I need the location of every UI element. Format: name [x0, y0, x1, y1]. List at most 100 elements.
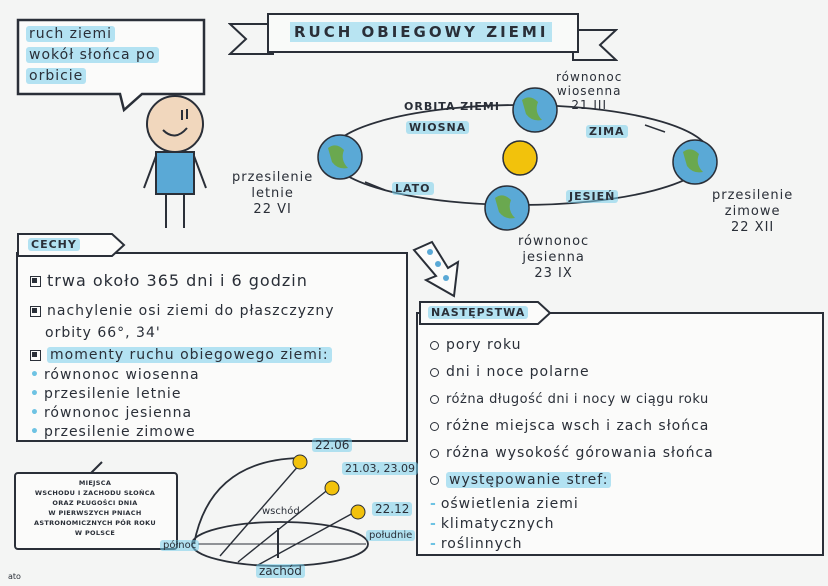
label-east: wschód — [262, 506, 300, 517]
label-west: zachód — [256, 564, 305, 578]
checkbox-icon — [30, 276, 41, 287]
orbit-diagram — [317, 87, 718, 231]
stick-figure — [143, 95, 207, 228]
list-item: pory roku — [430, 332, 714, 359]
note-text: MIEJSCA WSCHODU I ZACHODU SŁOŃCA ORAZ PŁ… — [16, 478, 174, 538]
label-line: równonoc — [518, 234, 590, 249]
nastepstwa-list: pory roku dni i noce polarne różna długo… — [430, 332, 714, 554]
note-line: ORAZ PŁUGOŚCI DNIA — [52, 499, 138, 507]
cechy-title: CECHY — [28, 238, 80, 251]
spring-equinox-label: równonoc wiosenna 21 III — [556, 70, 622, 112]
checkbox-icon — [30, 305, 41, 317]
winter-solstice-label: przesilenie zimowe 22 XII — [712, 188, 793, 236]
orbit-label: ORBITA ZIEMI — [404, 100, 500, 113]
arrow-down-icon — [412, 240, 460, 298]
speech-text: ruch ziemi wokół słońca po orbicie — [26, 24, 159, 87]
list-item: nachylenie osi ziemi do płaszczyzny — [30, 300, 335, 322]
strefa-item: -oświetlenia ziemi — [430, 496, 579, 512]
speech-line: orbicie — [26, 68, 87, 84]
bullet-icon — [430, 340, 439, 350]
list-item: momenty ruchu obiegowego ziemi: — [30, 344, 335, 366]
nastepstwa-box — [416, 312, 824, 556]
season-winter: ZIMA — [586, 125, 628, 138]
bullet-icon — [430, 421, 439, 431]
autumn-equinox-label: równonoc jesienna 23 IX — [518, 234, 589, 282]
label-line: 22 VI — [253, 202, 292, 217]
sun — [502, 140, 538, 176]
page-title: RUCH OBIEGOWY ZIEMI — [290, 22, 553, 42]
note-line: W POLSCE — [74, 529, 116, 537]
list-item: występowanie stref: — [430, 467, 714, 494]
season-spring: WIOSNA — [406, 121, 470, 134]
list-item-text: trwa około 365 dni i 6 godzin — [47, 271, 308, 290]
moment-item: •przesilenie zimowe — [30, 424, 196, 440]
list-item: różna wysokość górowania słońca — [430, 440, 714, 467]
moment-item: •równonoc jesienna — [30, 405, 193, 421]
list-item-continuation: orbity 66°, 34' — [30, 322, 335, 344]
note-line: W PIERWSZYCH PNIACH — [48, 509, 142, 517]
moment-text: przesilenie zimowe — [43, 424, 196, 440]
list-item: trwa około 365 dni i 6 godzin — [30, 270, 335, 292]
season-autumn: JESIEŃ — [566, 190, 619, 203]
bullet-icon — [430, 448, 439, 458]
label-line: równonoc — [556, 70, 623, 84]
cechy-list: trwa około 365 dni i 6 godzin nachylenie… — [30, 270, 335, 442]
date-equinox: 21.03, 23.09 — [342, 462, 418, 475]
label-line: 21 III — [571, 98, 608, 112]
strefa-text: roślinnych — [440, 536, 523, 552]
date-summer: 22.06 — [312, 438, 353, 452]
earth-autumn — [484, 185, 530, 231]
list-item-text: nachylenie osi ziemi do płaszczyzny — [47, 303, 335, 319]
bullet-icon — [430, 395, 439, 404]
label-north: północ — [160, 540, 200, 551]
strefa-item: -klimatycznych — [430, 516, 555, 532]
moment-text: równonoc jesienna — [43, 405, 193, 421]
list-item-text: orbity 66°, 34' — [45, 325, 161, 341]
list-item-text: występowanie stref: — [446, 472, 612, 488]
strefa-item: -roślinnych — [430, 536, 523, 552]
earth-summer — [317, 134, 363, 180]
corner-text: ato — [8, 572, 21, 581]
list-item-text: różna długość dni i nocy w ciągu roku — [446, 392, 709, 407]
sun-icon — [292, 454, 366, 520]
list-item-text: momenty ruchu obiegowego ziemi: — [47, 347, 332, 363]
list-item-text: różne miejsca wsch i zach słońca — [446, 418, 710, 434]
list-item-text: pory roku — [446, 337, 522, 353]
strefa-text: klimatycznych — [440, 516, 555, 532]
note-line: MIEJSCA — [78, 479, 112, 487]
note-line: WSCHODU I ZACHODU SŁOŃCA — [34, 489, 156, 497]
moment-text: przesilenie letnie — [43, 386, 182, 402]
bullet-icon — [430, 475, 439, 485]
list-item: dni i noce polarne — [430, 359, 714, 386]
label-line: przesilenie — [232, 170, 314, 185]
list-item: różne miejsca wsch i zach słońca — [430, 413, 714, 440]
note-line: ASTRONOMICZNYCH PÓR ROKU — [34, 519, 156, 527]
list-item-text: różna wysokość górowania słońca — [446, 445, 714, 461]
list-item-text: dni i noce polarne — [446, 364, 590, 380]
label-line: jesienna — [522, 250, 585, 265]
label-line: 23 IX — [534, 266, 573, 281]
speech-bubble — [16, 18, 206, 113]
date-winter: 22.12 — [372, 502, 413, 516]
earth-winter — [672, 139, 718, 185]
label-line: wiosenna — [556, 84, 622, 98]
speech-line: wokół słońca po — [26, 47, 159, 63]
note-box — [14, 472, 178, 550]
moment-item: •równonoc wiosenna — [30, 367, 200, 383]
label-line: letnie — [251, 186, 294, 201]
speech-line: ruch ziemi — [26, 26, 116, 42]
checkbox-icon — [30, 349, 41, 361]
earth-spring — [512, 87, 558, 133]
list-item: różna długość dni i nocy w ciągu roku — [430, 386, 714, 413]
label-line: zimowe — [724, 204, 781, 219]
strefa-text: oświetlenia ziemi — [440, 496, 579, 512]
bullet-icon — [430, 367, 439, 377]
moment-item: •przesilenie letnie — [30, 386, 182, 402]
label-south: południe — [366, 530, 416, 541]
label-line: przesilenie — [712, 188, 794, 203]
moment-text: równonoc wiosenna — [43, 367, 200, 383]
nastepstwa-title: NASTĘPSTWA — [428, 306, 529, 319]
label-line: 22 XII — [731, 220, 775, 235]
summer-solstice-label: przesilenie letnie 22 VI — [232, 170, 313, 218]
season-summer: LATO — [392, 182, 434, 195]
